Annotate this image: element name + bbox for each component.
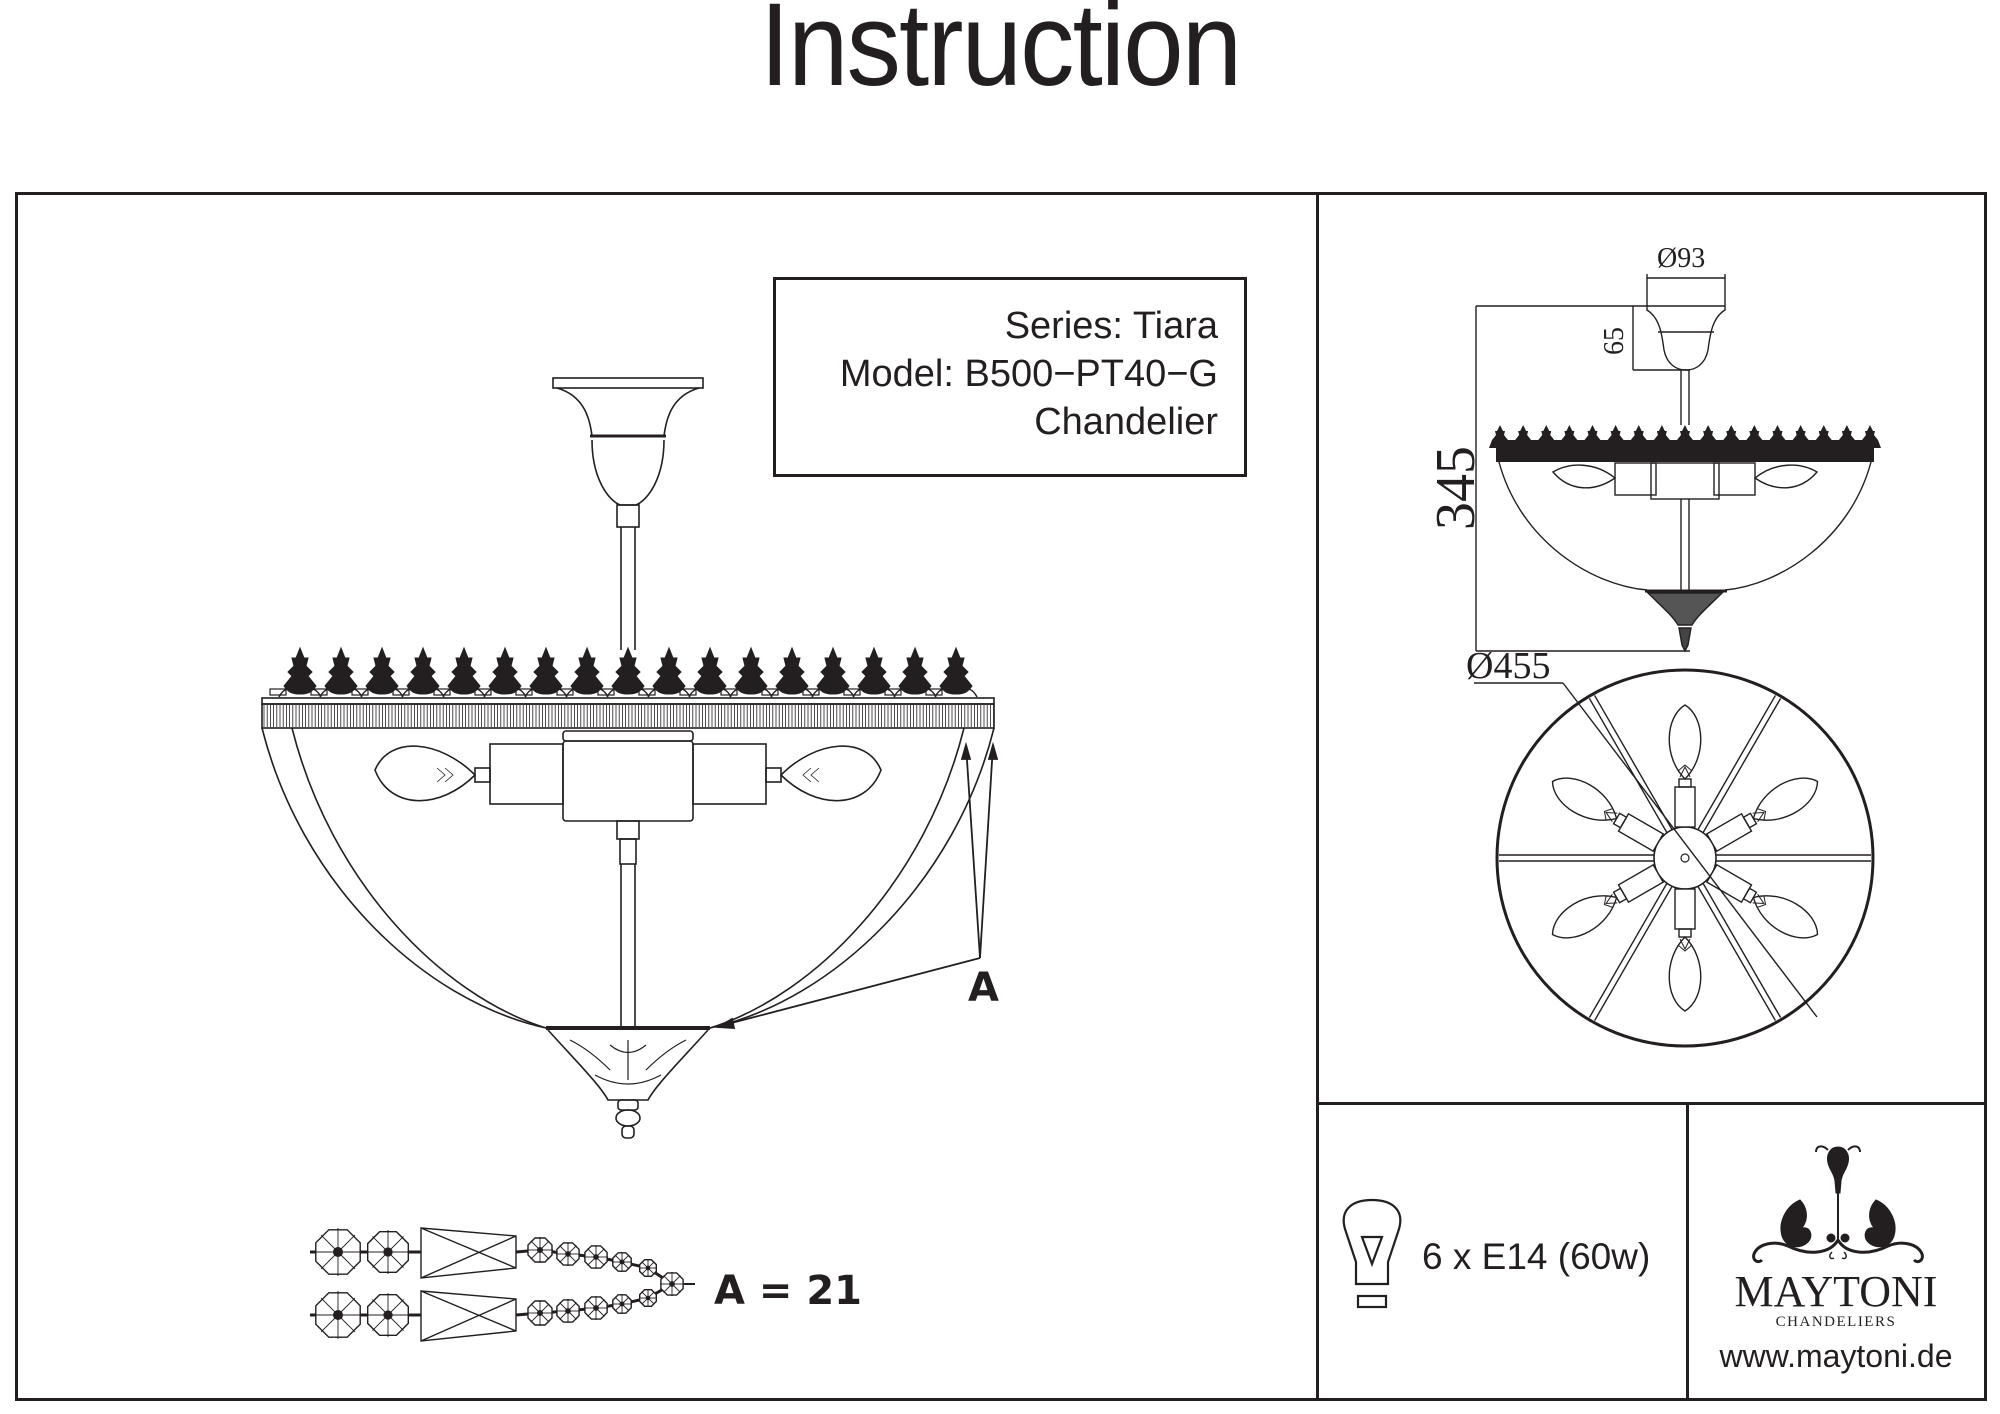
ribbed-band-small	[1496, 448, 1874, 462]
crown-spike	[529, 646, 563, 695]
brand-name: MAYTONI	[1734, 1267, 1938, 1316]
canopy-icon	[552, 377, 704, 528]
crown-spike	[939, 646, 973, 695]
bulb-arm	[1705, 777, 1819, 853]
crown-spike	[734, 646, 768, 695]
diameter-leader-line	[1562, 682, 1818, 1018]
shade-outline	[1495, 668, 1875, 1048]
panel-divider-horizontal	[1316, 1102, 1984, 1105]
crown-band	[269, 646, 978, 698]
document-title: Instruction	[759, 0, 1242, 111]
crown-spike	[365, 646, 399, 695]
shade-diameter-label: Ø455	[1466, 645, 1551, 687]
bulb-arm	[1551, 777, 1665, 853]
drawing-frame	[15, 192, 1987, 1401]
crown-spike	[611, 646, 645, 695]
chandelier-main-illustration	[261, 377, 999, 1139]
bottom-finial	[546, 1026, 710, 1139]
callout-arrows	[714, 741, 999, 1029]
bulb-right	[779, 745, 882, 802]
crown-spike	[406, 646, 440, 695]
crown-band-small	[1489, 425, 1881, 448]
crown-spike	[283, 646, 317, 695]
crown-spike	[693, 646, 727, 695]
crystal-count-label: A = 21	[714, 1268, 862, 1314]
callout-label-a: A	[968, 965, 999, 1011]
crown-spike	[816, 646, 850, 695]
brand-url-link[interactable]: www.maytoni.de	[1719, 1338, 1953, 1374]
crown-spike	[898, 646, 932, 695]
crystal-prism	[420, 1290, 517, 1342]
product-info-box: Series: Tiara Model: B500−PT40−G Chandel…	[773, 277, 1247, 477]
crown-spike	[652, 646, 686, 695]
lower-rod	[616, 820, 640, 1028]
crown-spike	[324, 646, 358, 695]
crown-spike	[857, 646, 891, 695]
crown-spike	[775, 646, 809, 695]
crystal-prism	[420, 1227, 517, 1279]
bulb-arm	[1705, 863, 1819, 939]
product-type-label: Chandelier	[1034, 401, 1218, 443]
lamp-spec-text: 6 x E14 (60w)	[1422, 1236, 1651, 1277]
crown-spike	[488, 646, 522, 695]
footer-divider-vertical	[1686, 1102, 1689, 1398]
bulb-arm	[1668, 704, 1702, 828]
bulb-left	[374, 745, 477, 802]
model-label: Model: B500−PT40−G	[839, 353, 1218, 395]
series-label: Series: Tiara	[1004, 305, 1218, 347]
bulb-arm	[1551, 863, 1665, 939]
bulb-arm	[1668, 888, 1702, 1012]
canopy-diameter-label: Ø93	[1657, 243, 1706, 274]
panel-divider-vertical	[1316, 192, 1319, 1398]
brand-tagline: CHANDELIERS	[1775, 1314, 1897, 1330]
glass-bowl	[261, 727, 995, 1029]
ribbed-band	[261, 703, 995, 729]
crown-spike	[570, 646, 604, 695]
stem-rod	[620, 527, 636, 650]
crown-spike	[447, 646, 481, 695]
